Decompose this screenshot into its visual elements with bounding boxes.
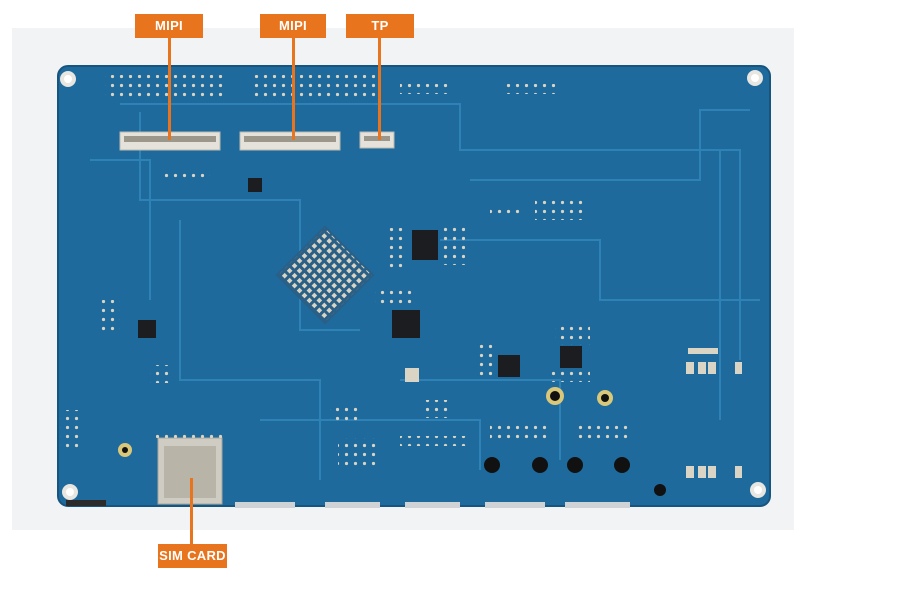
header-pins-left — [105, 75, 225, 97]
chip-small-1 — [498, 355, 520, 377]
smd-pads — [60, 170, 742, 478]
via-grid-3 — [490, 424, 550, 442]
tp-connector — [359, 131, 395, 149]
mipi-connector-2 — [239, 131, 341, 151]
via-grid-2 — [400, 436, 470, 446]
via-grid-1 — [338, 438, 378, 466]
callout-mipi-2: MIPI — [260, 14, 326, 38]
leader-mipi-1 — [168, 36, 171, 140]
via-grid-4 — [575, 424, 630, 442]
callout-tp: TP — [346, 14, 414, 38]
jack-holes — [118, 387, 666, 496]
chip-small-2 — [560, 346, 582, 368]
chip-qfp — [392, 310, 420, 338]
leader-mipi-2 — [292, 36, 295, 140]
edge-connectors — [66, 500, 630, 508]
mounting-holes — [60, 70, 766, 500]
leader-tp — [378, 36, 381, 140]
leader-sim — [190, 478, 193, 544]
header-pins-far — [505, 84, 555, 94]
chip-soic — [412, 230, 438, 260]
chip-small-3 — [138, 320, 156, 338]
callout-mipi-1: MIPI — [135, 14, 203, 38]
header-pins-right — [400, 84, 450, 94]
header-pins-mid — [250, 75, 380, 97]
copper-traces — [90, 103, 760, 480]
callout-sim-card: SIM CARD — [158, 544, 227, 568]
chip-small-4 — [248, 178, 262, 192]
